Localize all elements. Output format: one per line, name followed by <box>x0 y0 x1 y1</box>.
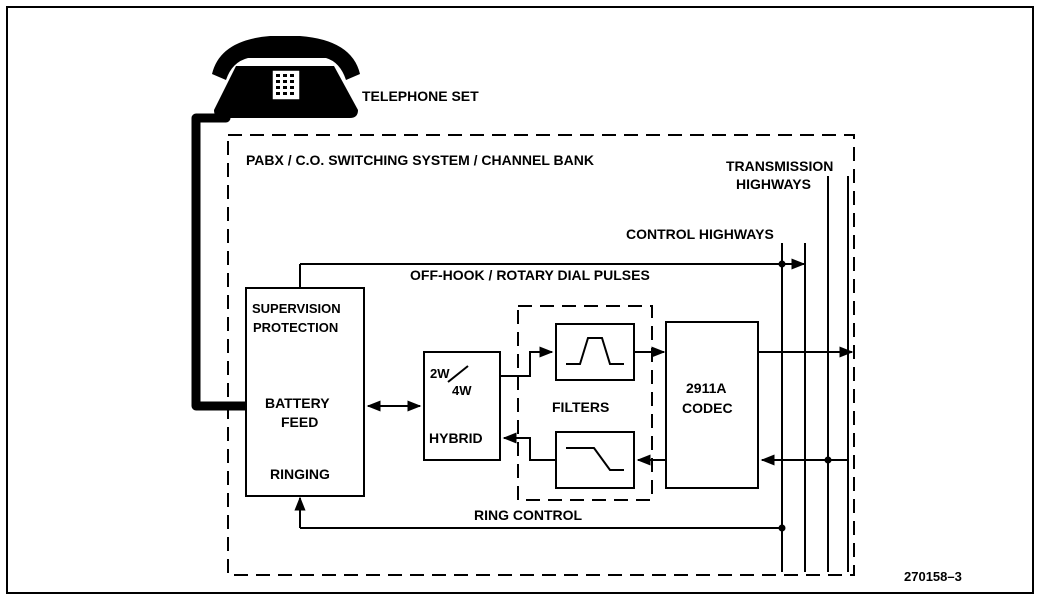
rx-path-arrow <box>502 432 556 461</box>
transmission-label-line1: TRANSMISSION <box>726 158 833 174</box>
telephone-set-label: TELEPHONE SET <box>362 88 479 104</box>
filters-label: FILTERS <box>552 399 609 415</box>
hybrid-label: HYBRID <box>429 430 483 446</box>
junction-dot <box>824 456 832 464</box>
junction-dot <box>778 524 786 532</box>
codec-part-label: 2911A <box>686 380 726 396</box>
off-hook-label: OFF-HOOK / ROTARY DIAL PULSES <box>410 267 650 283</box>
system-boundary <box>227 134 855 576</box>
transmission-label-line2: HIGHWAYS <box>736 176 811 192</box>
ring-control-label: RING CONTROL <box>474 507 583 523</box>
figure-frame <box>6 6 1034 594</box>
protection-label: PROTECTION <box>253 320 338 335</box>
ring-control-region <box>517 305 653 501</box>
telephone-cord <box>191 113 251 411</box>
battery-label: BATTERY <box>265 395 330 411</box>
hybrid-2w-label: 2W <box>430 366 450 381</box>
bandpass-filter-block <box>555 323 635 381</box>
codec-label: CODEC <box>682 400 733 416</box>
hybrid-4w-label: 4W <box>452 383 472 398</box>
feed-label: FEED <box>281 414 318 430</box>
lowpass-symbol <box>566 447 624 471</box>
bandpass-symbol <box>566 337 624 365</box>
supervision-label: SUPERVISION <box>252 301 341 316</box>
telephone-icon <box>212 36 360 118</box>
codec-block <box>665 321 759 489</box>
ringing-label: RINGING <box>270 466 330 482</box>
hybrid-slash <box>447 365 469 383</box>
supervision-block <box>245 287 365 497</box>
figure-id: 270158–3 <box>904 569 962 584</box>
tx-path-arrow <box>500 346 554 377</box>
control-highways-label: CONTROL HIGHWAYS <box>626 226 774 242</box>
junction-dot <box>778 260 786 268</box>
system-label: PABX / C.O. SWITCHING SYSTEM / CHANNEL B… <box>246 152 594 168</box>
lowpass-filter-block <box>555 431 635 489</box>
